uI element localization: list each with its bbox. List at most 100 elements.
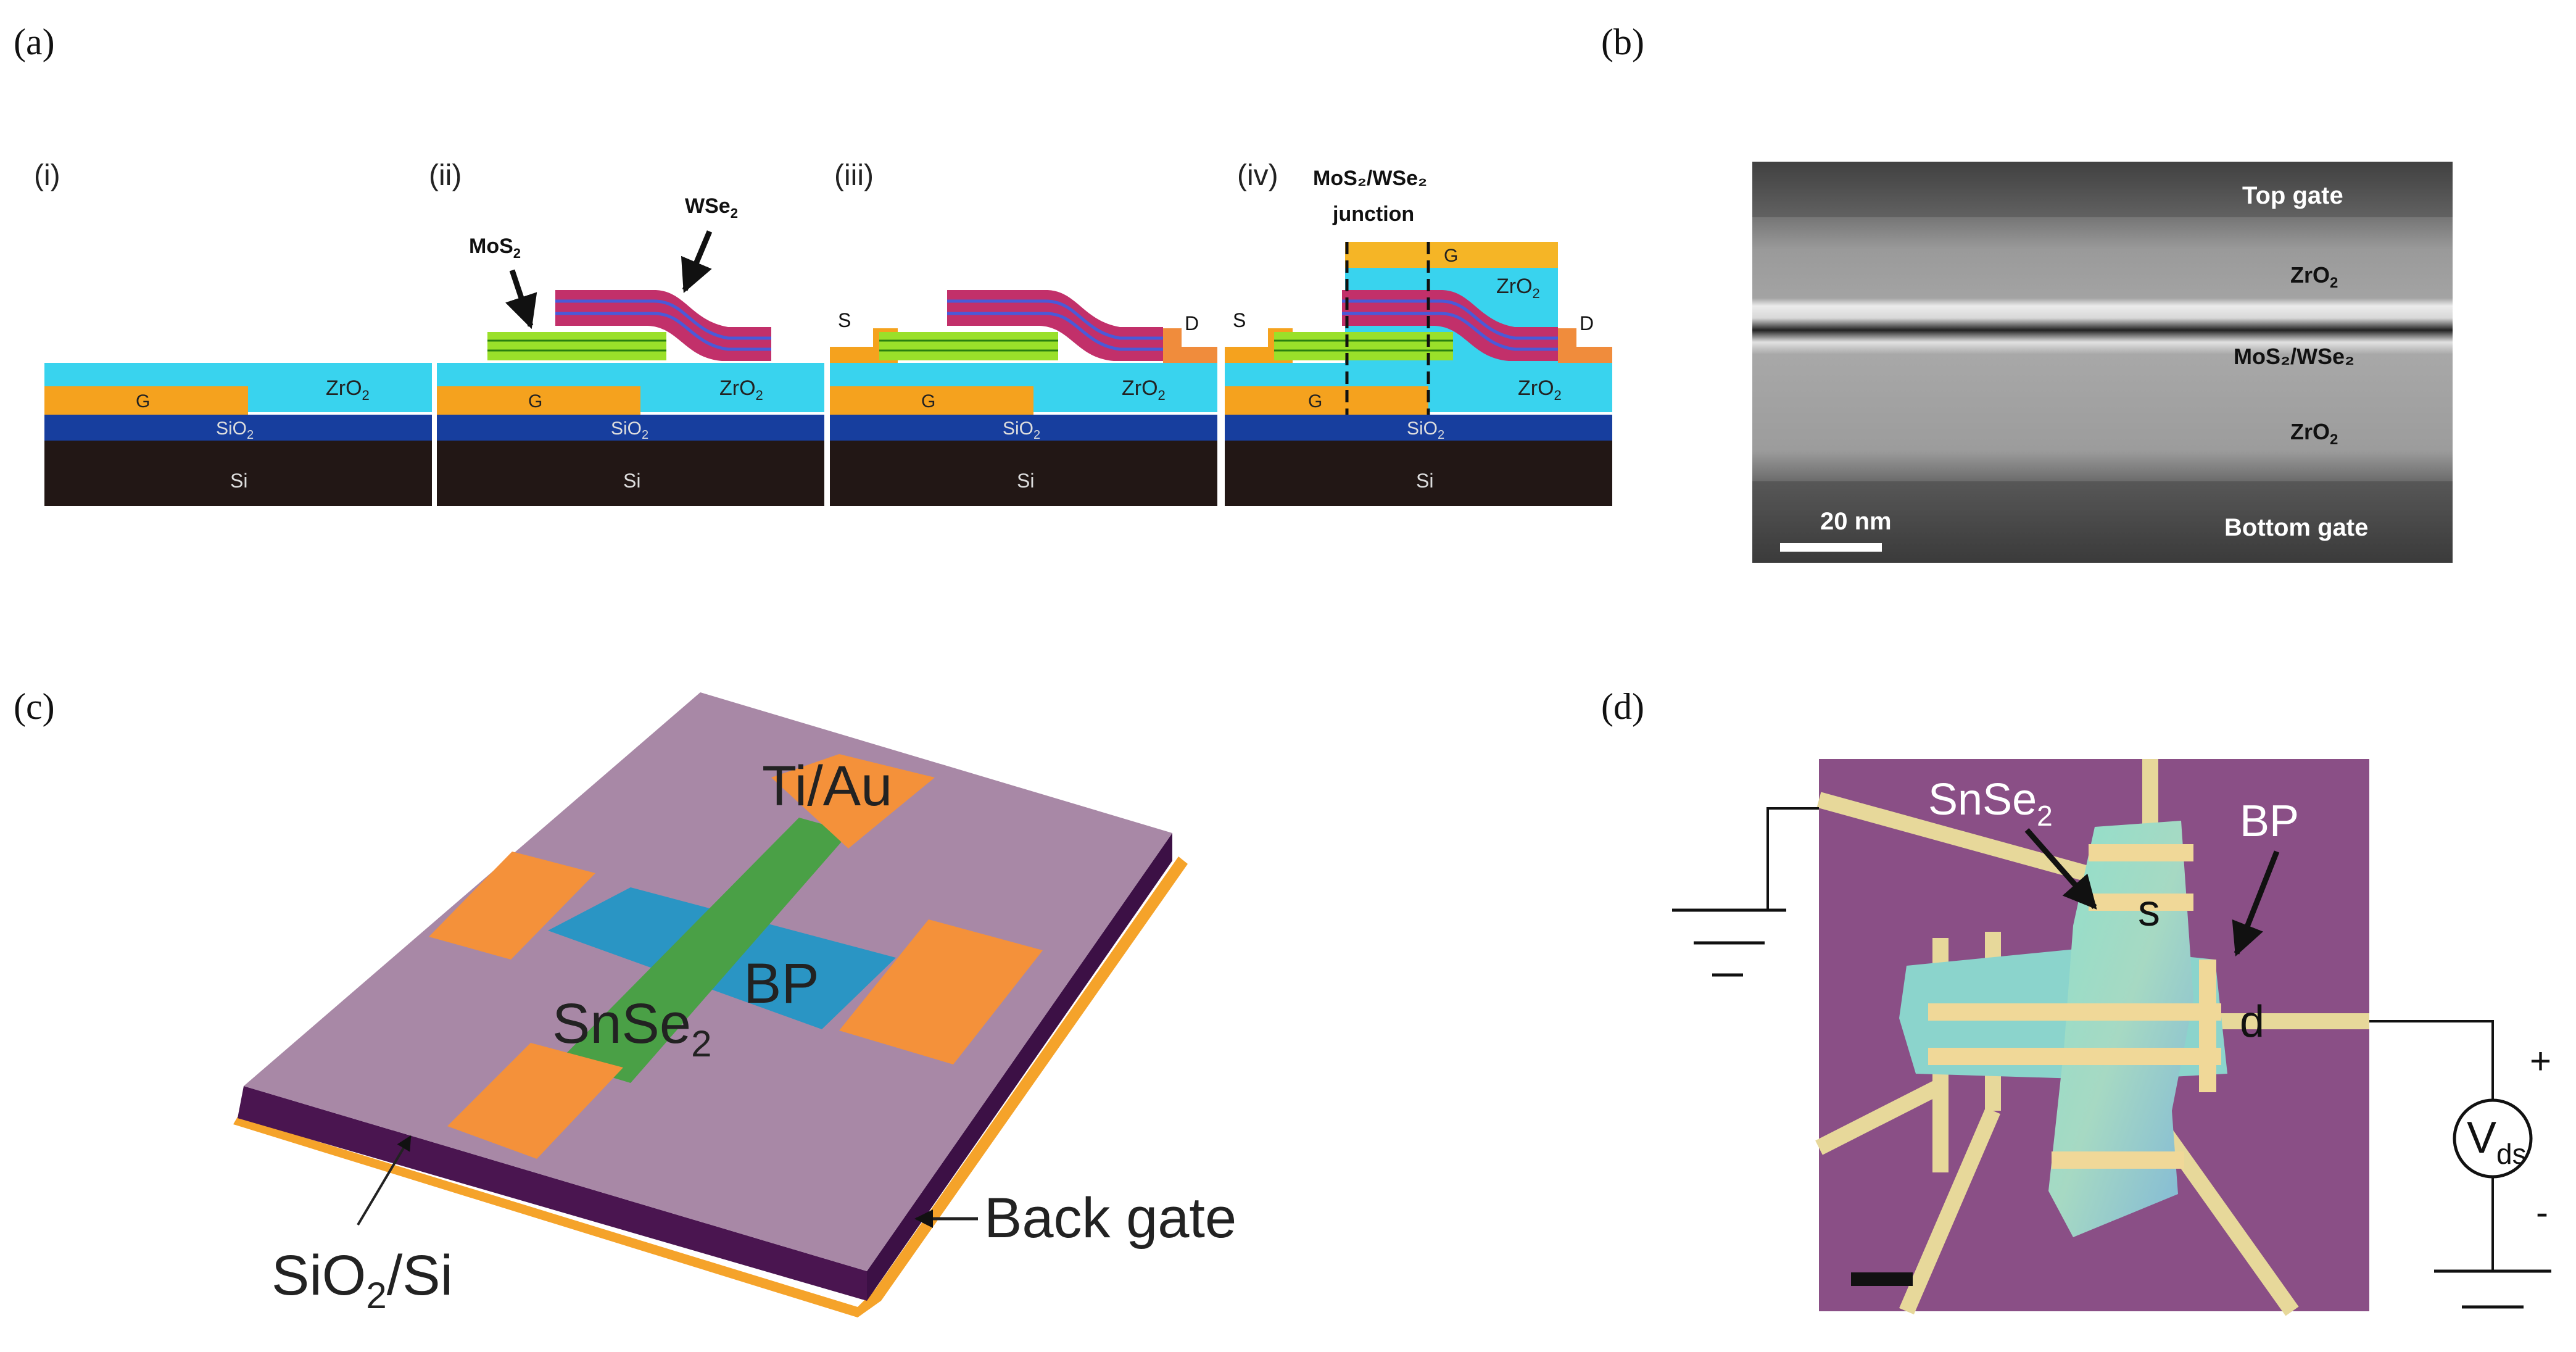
si-label: Si [230,470,247,492]
zro2-label: ZrO2 [1122,376,1166,403]
electrode-right [839,919,1043,1064]
drain-label: D [1580,312,1594,334]
sio2-label: SiO2 [1003,418,1040,442]
si-layer [44,441,432,506]
top-gate-electrode [1345,242,1558,268]
source-label: S [838,309,851,331]
step-iii: (iii) S D G ZrO2 SiO2 Si [830,159,1217,506]
source-label: s [2138,886,2160,935]
ground-wire [1766,807,1819,910]
panel-b-label: (b) [1601,22,1644,62]
back-gate-label: Back gate [984,1187,1236,1250]
wse2-flake [1342,290,1558,361]
gate-label: G [1308,391,1322,412]
zro2-label: ZrO2 [326,376,370,403]
wse2-flake [947,290,1163,361]
snse2-flake [558,818,850,1083]
drain-contact [1163,328,1217,363]
si-layer [830,441,1217,506]
substrate-label: SiO2/Si [271,1244,453,1316]
tem-top-texture [1752,162,2453,217]
zro2-label: ZrO2 [1518,376,1562,403]
panel-d-label: (d) [1601,686,1644,727]
gate-electrode [437,386,640,415]
si-layer [437,441,824,506]
si-label: Si [1017,470,1034,492]
panel-c-label: (c) [14,686,55,727]
step-i-label: (i) [34,159,60,192]
wse2-arrow [681,230,713,293]
wse2-line [1342,312,1558,351]
top-gate-label: Top gate [2242,182,2343,209]
step-ii-label: (ii) [429,159,462,192]
panel-a-label: (a) [14,22,55,62]
wse2-line [555,312,771,351]
step-ii: (ii) MoS2 WSe2 G ZrO2 SiO2 Si [429,159,824,506]
back-gate-layer [233,856,1188,1317]
panel-b: (b) Top gate ZrO2 MoS₂/WSe₂ ZrO2 Bottom … [1601,22,2453,563]
drain-label: d [2240,997,2264,1047]
step-i: (i) G ZrO2 SiO2 Si [34,159,432,506]
mos2-flake [487,332,666,360]
gate-label: G [528,391,542,412]
mos2-arrow [505,269,537,330]
step-iii-label: (iii) [834,159,874,192]
si-layer [1225,441,1612,506]
scale-bar [1851,1272,1913,1286]
scale-bar [1780,543,1882,552]
tiau-label: Ti/Au [762,755,892,818]
wse2-line [947,312,1163,351]
panel-a: (a) (i) G ZrO2 SiO2 Si (ii) [14,22,1612,506]
sio2-layer [830,415,1217,441]
heterostructure-label: MoS₂/WSe₂ [2234,344,2354,369]
drain-label: D [1185,312,1199,334]
sio2-si-front-face [238,1086,867,1301]
plus-sign: + [2530,1040,2551,1082]
wse2-line [1342,299,1558,340]
wse2-flake [555,290,771,361]
gate-label: G [136,391,150,412]
wse2-line [555,299,771,340]
si-label: Si [1416,470,1433,492]
bp-arrow [2232,850,2280,957]
zro2-bottom-label: ZrO2 [2290,419,2338,448]
zro2-label: ZrO2 [719,376,763,403]
sio2-si-side-face [867,833,1172,1301]
gate-label: G [921,391,935,412]
gate-electrode [830,386,1033,415]
snse2-label: SnSe2 [552,992,711,1064]
mos2-flake [1274,332,1453,360]
drain-contact [1558,328,1612,363]
sio2-layer [1225,415,1612,441]
electrode-bottom [447,1043,623,1159]
bp-label: BP [2240,797,2299,846]
vds-wire-top [2369,1020,2494,1101]
sio2-label: SiO2 [1407,418,1444,442]
sio2-label: SiO2 [611,418,648,442]
vds-label: Vds [2467,1113,2527,1170]
top-gate-label: G [1444,246,1458,266]
gate-electrode [44,386,248,415]
wse2-label: WSe2 [685,194,738,221]
electrode-left [429,852,595,960]
si-label: Si [623,470,640,492]
sio2-layer [437,415,824,441]
step-iv-label: (iv) [1237,159,1278,192]
minus-sign: - [2536,1192,2548,1233]
wse2-line [947,299,1163,340]
mos2-flake [879,332,1058,360]
junction-label-bottom: junction [1332,202,1414,226]
sio2-layer [44,415,432,441]
bp-label: BP [743,952,819,1015]
panel-d: (d) SnSe2 BP s d [1601,686,2551,1316]
step-iv: (iv) MoS₂/WSe₂ junction G ZrO2 S D [1225,159,1612,506]
bottom-gate-label: Bottom gate [2224,514,2368,541]
scale-bar-label: 20 nm [1820,508,1892,535]
panel-c: (c) Ti/Au BP SnSe2 SiO2/Si Back gate [14,686,1236,1317]
junction-label-top: MoS₂/WSe₂ [1313,167,1427,190]
snse2-flake-image [2048,821,2193,1237]
source-label: S [1233,309,1246,331]
electrode-top [771,754,935,848]
